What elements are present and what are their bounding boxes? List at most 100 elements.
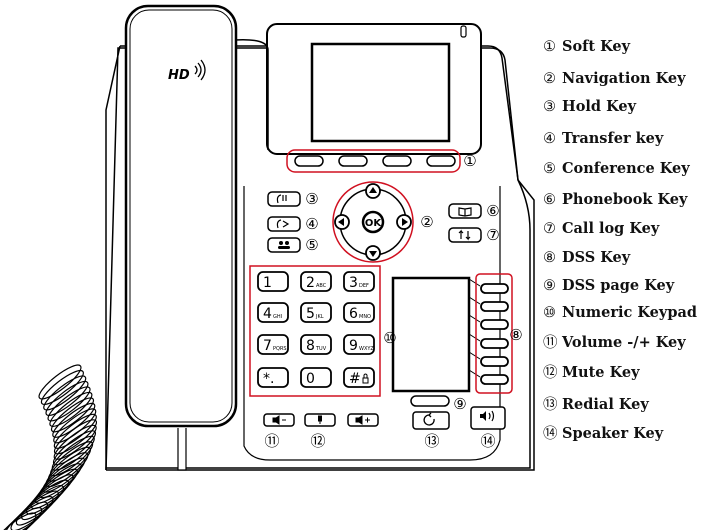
dss-lcd-screen [391,276,471,393]
lcd-screen [310,42,451,143]
dss-connector-line [468,278,481,287]
legend-number: ⑪ [543,335,558,351]
keypad-key[interactable]: 1 [257,271,289,292]
message-led [460,25,467,38]
redial-icon [423,412,435,426]
keypad-key-digit: 3 [349,275,358,291]
soft-key-2[interactable] [338,155,368,167]
legend-number: ⑨ [543,278,556,294]
hold-key[interactable] [267,191,301,207]
handset-cradle [233,38,269,150]
keypad-key[interactable]: *. [257,367,289,388]
callout-3: ③ [305,190,318,208]
soft-key-1[interactable] [294,155,324,167]
legend-label: Transfer key [562,130,664,147]
cord-end [177,428,187,471]
phonebook-key[interactable] [448,203,482,219]
volume-down-key[interactable] [263,413,295,427]
dss-key-4[interactable] [480,338,509,349]
dss-key-6[interactable] [480,374,509,385]
callout-12: ⑫ [310,432,325,450]
dss-key-5[interactable] [480,356,509,367]
speaker-minus-icon [272,415,286,425]
keypad-key-digit: 2 [306,275,315,291]
callout-8: ⑧ [509,326,522,344]
phone-body-left-edge [105,45,121,470]
soft-key-3[interactable] [382,155,412,167]
mute-key[interactable] [304,413,336,427]
keypad-key-letters: GHI [273,314,282,320]
callout-4: ④ [305,215,318,233]
lock-icon [362,373,369,384]
hd-wave-icon [194,59,206,81]
legend-label: Call log Key [562,220,660,237]
keypad-key-digit: 0 [306,371,315,387]
keypad-key-digit: 9 [349,338,358,354]
highlight-keypad [249,265,381,397]
cord-coil [49,391,93,427]
handset-inner [129,9,233,423]
legend-number: ⑦ [543,221,556,237]
highlight-soft-keys [286,149,461,173]
keypad-key-digit: 6 [349,306,358,322]
legend-number: ③ [543,99,556,115]
nav-down-button[interactable] [365,245,381,261]
conference-key[interactable] [267,237,301,253]
callout-10: ⑩ [383,329,396,347]
transfer-icon [276,219,290,229]
highlight-navigation [332,181,414,263]
legend-number: ⑬ [543,397,558,413]
volume-up-key[interactable] [347,413,379,427]
soft-key-4[interactable] [426,155,456,167]
keypad-key-letters: TUV [315,346,327,352]
legend-number: ⑧ [543,250,556,266]
soft-keys [294,155,456,167]
legend-item-7: ⑦ Call log Key [543,220,659,238]
dss-page-key[interactable] [410,395,450,407]
ok-button[interactable]: OK [361,210,385,234]
legend-number: ⑩ [543,305,556,321]
handset[interactable] [124,4,238,428]
callout-11: ⑪ [264,432,279,450]
conference-icon [278,241,290,249]
keypad-key-digit: 8 [306,338,315,354]
transfer-key[interactable] [267,216,301,232]
keypad-key-letters: DEF [359,283,369,289]
callout-7: ⑦ [486,226,499,244]
legend-number: ⑭ [543,426,558,442]
dss-key-1[interactable] [480,283,509,294]
legend-number: ④ [543,131,556,147]
redial-key[interactable] [412,411,450,430]
dss-key-3[interactable] [480,319,509,330]
speaker-key[interactable] [470,406,506,430]
callout-6: ⑥ [486,202,499,220]
keypad-area-outline [243,186,501,461]
hd-logo: HD [168,68,190,83]
nav-left-button[interactable] [334,214,350,230]
legend-label: DSS Key [562,249,631,266]
nav-up-button[interactable] [365,183,381,199]
keypad-key[interactable]: # [343,367,375,388]
keypad-key-digit: 7 [263,338,272,354]
legend-number: ⑤ [543,161,556,177]
dss-key-2[interactable] [480,301,509,312]
keypad-key[interactable]: 0 [300,367,332,388]
nav-right-button[interactable] [396,214,412,230]
call-log-key[interactable] [448,227,482,243]
